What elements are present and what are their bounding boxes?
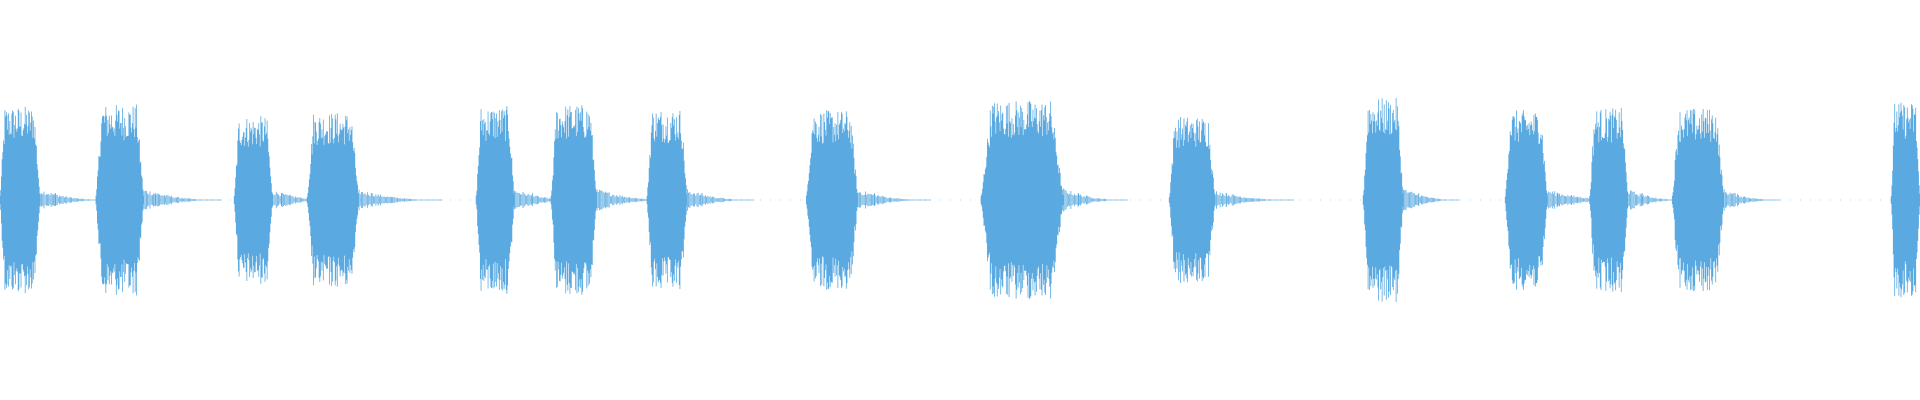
waveform-burst-path	[0, 106, 108, 294]
waveform-burst-path	[1589, 108, 1687, 292]
waveform-burst	[646, 111, 754, 289]
waveform-burst-path	[1168, 116, 1294, 284]
waveform-burst	[0, 106, 108, 294]
waveform-burst	[806, 110, 931, 290]
waveform-burst-path	[1671, 109, 1780, 291]
waveform-burst-path	[1890, 102, 1920, 298]
waveform-burst-path	[806, 110, 931, 290]
waveform-burst-path	[306, 113, 443, 287]
waveform-burst	[980, 101, 1128, 299]
waveform-burst-path	[1362, 98, 1460, 302]
waveform-bars	[0, 98, 1920, 302]
waveform-burst	[1362, 98, 1460, 302]
waveform-burst	[1671, 109, 1780, 291]
waveform-burst	[1168, 116, 1294, 284]
waveform-burst-path	[980, 101, 1128, 299]
waveform-burst	[306, 113, 443, 287]
waveform-burst	[1890, 102, 1920, 298]
waveform-burst-path	[646, 111, 754, 289]
waveform-burst-path	[95, 104, 222, 296]
waveform-burst	[1589, 108, 1687, 292]
waveform-burst	[95, 104, 222, 296]
